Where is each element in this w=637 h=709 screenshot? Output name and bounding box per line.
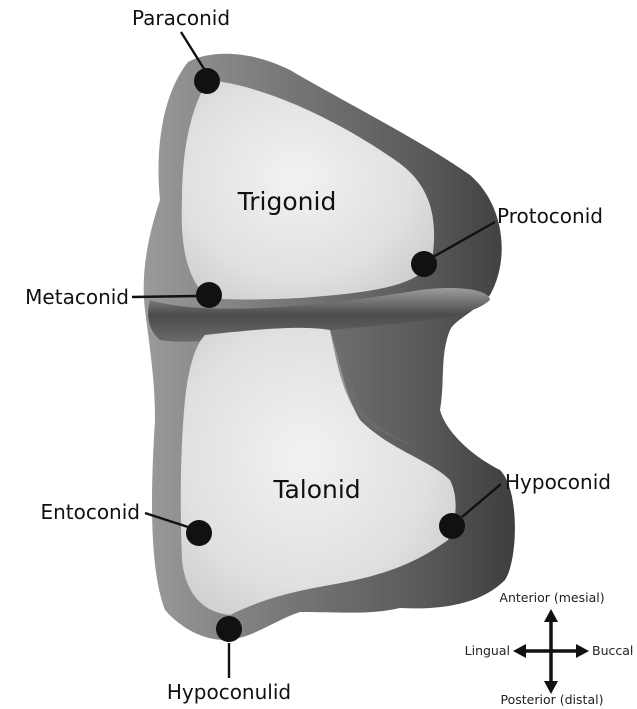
trigonid-label: Trigonid <box>237 187 337 216</box>
hypoconulid-marker <box>216 616 242 642</box>
metaconid-label: Metaconid <box>25 285 129 309</box>
hypoconulid-label: Hypoconulid <box>167 680 291 704</box>
entoconid-label: Entoconid <box>40 500 140 524</box>
compass-right-arrow-icon <box>576 644 589 658</box>
paraconid-marker <box>194 68 220 94</box>
protoconid-label: Protoconid <box>497 204 603 228</box>
metaconid-marker <box>196 282 222 308</box>
compass-anterior-label: Anterior (mesial) <box>499 590 604 605</box>
hypoconid-label: Hypoconid <box>505 470 611 494</box>
metaconid-leader <box>132 296 197 297</box>
compass-lingual-label: Lingual <box>465 643 510 658</box>
paraconid-label: Paraconid <box>132 6 230 30</box>
hypoconid-marker <box>439 513 465 539</box>
talonid-label: Talonid <box>272 475 360 504</box>
compass-left-arrow-icon <box>513 644 526 658</box>
orientation-compass: Anterior (mesial) Posterior (distal) Lin… <box>465 590 634 707</box>
compass-posterior-label: Posterior (distal) <box>501 692 604 707</box>
compass-up-arrow-icon <box>544 609 558 622</box>
compass-buccal-label: Buccal <box>592 643 633 658</box>
protoconid-marker <box>411 251 437 277</box>
entoconid-marker <box>186 520 212 546</box>
